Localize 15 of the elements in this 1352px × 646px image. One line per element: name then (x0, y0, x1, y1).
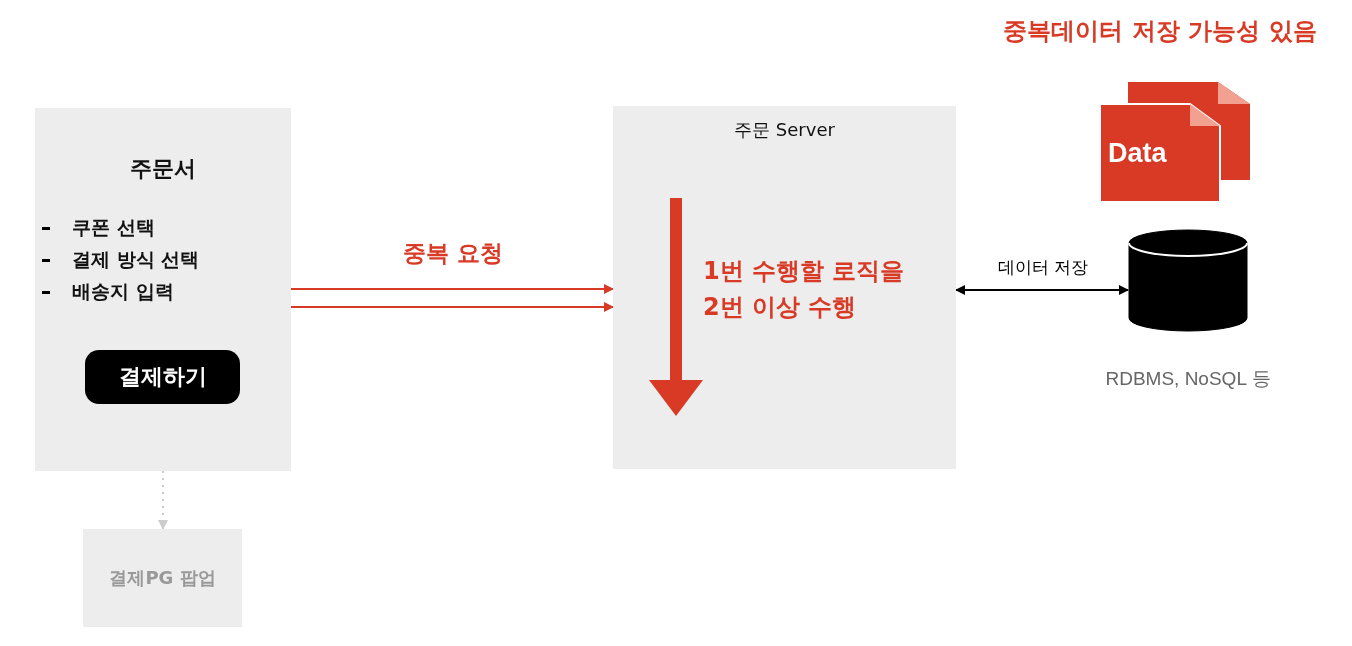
annotation-text: 1번 수행할 로직을 2번 이상 수행 (703, 256, 906, 323)
list-item: 결제 방식 선택 (72, 247, 200, 272)
arrow (290, 302, 614, 312)
arrow (955, 285, 1129, 295)
list-item: 배송지 입력 (72, 279, 174, 304)
popup-box: 결제PG 팝업 (83, 529, 242, 627)
document-label: Data (1108, 138, 1167, 169)
list-item: 쿠폰 선택 (72, 215, 155, 240)
pay-button: 결제하기 (85, 350, 240, 404)
caption-text: RDBMS, NoSQL 등 (1105, 367, 1271, 391)
arrow (290, 284, 614, 294)
panel-heading: 주문서 (129, 155, 197, 183)
arrow (158, 470, 168, 530)
panel-heading: 주문 Server (733, 118, 836, 142)
warning-text: 중복데이터 저장 가능성 있음 (1003, 16, 1317, 47)
